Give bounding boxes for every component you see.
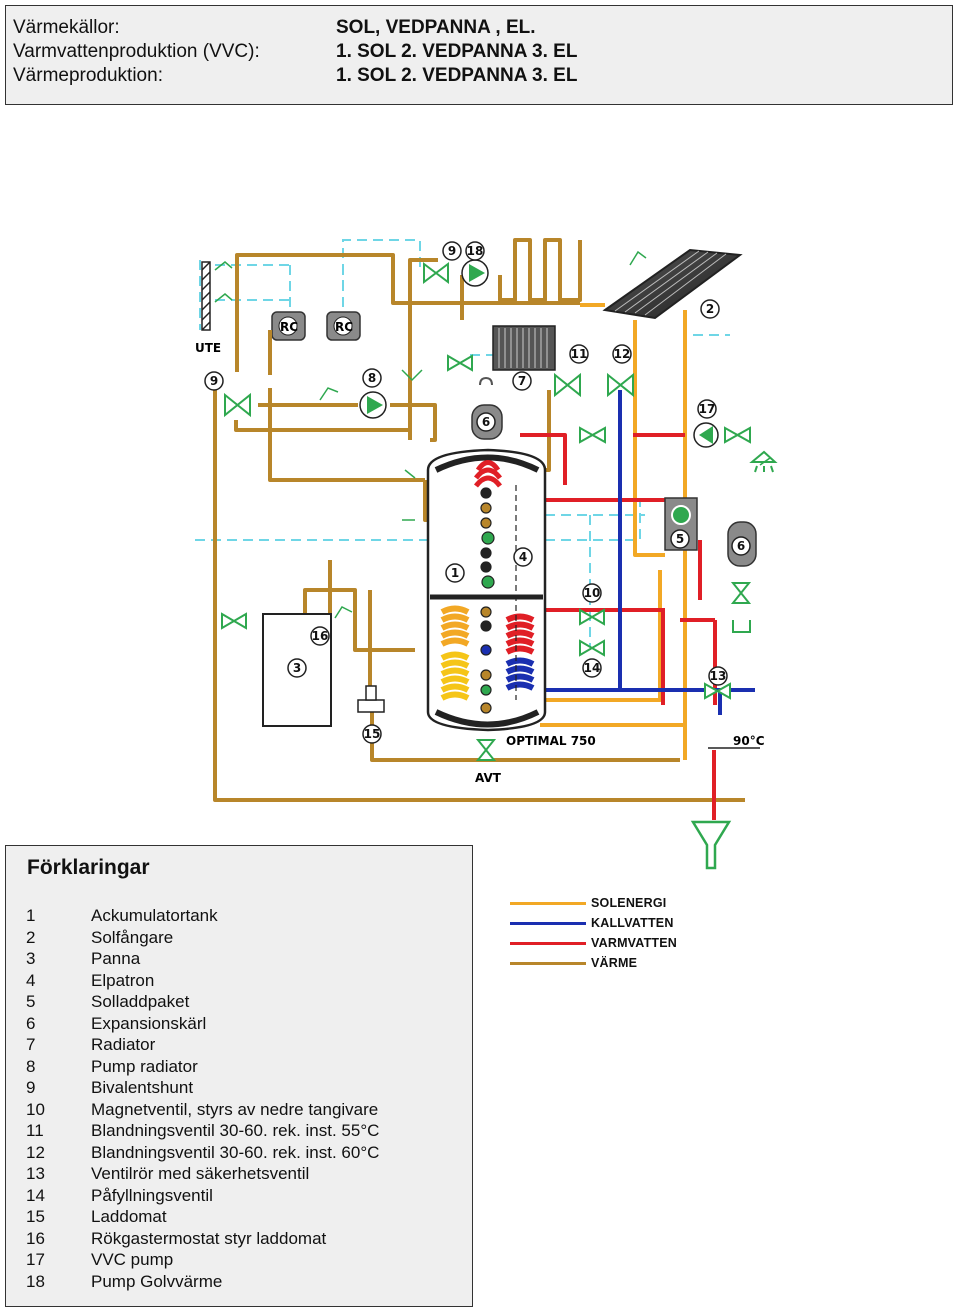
radiator: [492, 325, 556, 371]
legend-item-text: Blandningsventil 30-60. rek. inst. 55°C: [91, 1121, 380, 1140]
header-value-heat-production: 1. SOL 2. VEDPANNA 3. EL: [336, 65, 578, 86]
line-key-heat: [510, 962, 586, 965]
marker-15: 15: [364, 727, 381, 741]
avt-label: AVT: [475, 771, 502, 785]
room-controller-1: RC: [271, 311, 306, 341]
legend-item-number: 18: [26, 1271, 45, 1291]
solar-collector: [602, 248, 743, 320]
legend-item-text: Pump Golvvärme: [91, 1271, 223, 1291]
header-label-hot-water: Varmvattenproduktion (VVC):: [13, 41, 260, 62]
legend-item-text: Magnetventil, styrs av nedre tangivare: [91, 1099, 379, 1119]
legend-item-number: 6: [26, 1013, 36, 1033]
header-value-hot-water: 1. SOL 2. VEDPANNA 3. EL: [336, 41, 578, 62]
pump-vvc: [693, 422, 719, 448]
component-markers: [204, 241, 751, 744]
legend-item-text: Expansionskärl: [91, 1013, 207, 1033]
legend-item-number: 1: [26, 906, 36, 925]
legend-item-number: 10: [26, 1099, 45, 1119]
marker-12: 12: [614, 347, 631, 361]
legend-item-text: Pump radiator: [91, 1056, 198, 1076]
marker-9a: 9: [448, 244, 456, 258]
legend-item-text: Laddomat: [91, 1207, 167, 1226]
header-value-heat-sources: SOL, VEDPANNA , EL.: [336, 17, 536, 38]
marker-2: 2: [706, 302, 714, 316]
marker-numbers: 9 18 2 9 8 7 11 12 17 6 5 6 4 1 10 16 3 …: [210, 244, 745, 741]
marker-1: 1: [451, 566, 459, 580]
legend-item-text: Bivalentshunt: [91, 1078, 194, 1097]
marker-10: 10: [584, 586, 601, 600]
legend-item-number: 11: [26, 1121, 44, 1140]
outdoor-wall: UTE: [195, 261, 221, 355]
marker-7: 7: [518, 374, 526, 388]
legend-item-text: Radiator: [91, 1035, 156, 1054]
marker-6b: 6: [737, 539, 745, 553]
marker-8: 8: [368, 371, 376, 385]
tank-model-label: OPTIMAL 750: [506, 734, 596, 748]
legend-item-text: Solladdpaket: [91, 992, 190, 1011]
rc-label-1: RC: [280, 320, 298, 334]
marker-11: 11: [571, 347, 588, 361]
marker-9b: 9: [210, 374, 218, 388]
marker-14: 14: [584, 661, 601, 675]
line-key-cold: [510, 922, 586, 925]
legend-title: Förklaringar: [27, 856, 150, 879]
legend-item-number: 15: [26, 1207, 45, 1226]
ute-label: UTE: [195, 341, 221, 355]
marker-17: 17: [699, 402, 716, 416]
heating-pipes: [213, 238, 745, 802]
legend-item-number: 12: [26, 1142, 45, 1162]
legend-item-number: 3: [26, 949, 36, 968]
legend-item-number: 14: [26, 1185, 45, 1205]
pump-radiator: [359, 391, 387, 419]
header-label-heat-production: Värmeproduktion:: [13, 65, 163, 86]
temp-label: 90°C: [733, 734, 765, 748]
pump-floor-heating: [461, 259, 489, 287]
legend-item-text: Panna: [91, 949, 141, 968]
legend-item-text: Ackumulatortank: [91, 906, 218, 925]
legend-item-number: 2: [26, 927, 36, 947]
legend-item-number: 13: [26, 1164, 45, 1183]
line-key-hot: [510, 942, 586, 945]
legend-item-text: Blandningsventil 30-60. rek. inst. 60°C: [91, 1142, 380, 1162]
shower-head: [749, 450, 778, 473]
marker-3: 3: [293, 661, 301, 675]
drain-funnel: [690, 820, 732, 870]
accumulator-tank: OPTIMAL 750: [426, 448, 596, 748]
legend-item-text: Solfångare: [91, 927, 174, 947]
legend-item-number: 5: [26, 992, 36, 1011]
marker-16: 16: [312, 629, 329, 643]
legend-item-text: Ventilrör med säkerhetsventil: [91, 1164, 310, 1183]
valves: [221, 262, 752, 761]
legend-item-number: 4: [26, 970, 36, 990]
legend-item-number: 7: [26, 1035, 36, 1054]
room-controller-2: RC: [326, 311, 361, 341]
line-key-hot-label: VARMVATTEN: [591, 936, 678, 950]
line-key-heat-label: VÄRME: [591, 956, 638, 970]
rc-label-2: RC: [335, 320, 353, 334]
legend-item-text: Elpatron: [91, 970, 155, 990]
marker-18: 18: [467, 244, 484, 258]
legend-item-number: 16: [26, 1228, 45, 1248]
laddomat: [357, 685, 385, 713]
hot-water-pipes: [505, 433, 717, 820]
header-panel: Värmekällor: SOL, VEDPANNA , EL. Varmvat…: [5, 5, 953, 105]
legend-item-text: Rökgastermostat styr laddomat: [91, 1228, 327, 1248]
expansion-drain: [732, 620, 751, 633]
header-label-heat-sources: Värmekällor:: [13, 17, 120, 38]
legend-item-number: 9: [26, 1078, 36, 1097]
legend-item-text: Påfyllningsventil: [91, 1185, 213, 1205]
line-key-solar-label: SOLENERGI: [591, 896, 667, 910]
line-key-solar: [510, 902, 586, 905]
cold-water-pipes: [540, 390, 755, 715]
legend-item-number: 17: [26, 1250, 45, 1269]
marker-4: 4: [519, 550, 527, 564]
line-key-cold-label: KALLVATTEN: [591, 916, 674, 930]
legend-item-text: VVC pump: [91, 1250, 174, 1269]
marker-13: 13: [710, 669, 727, 683]
marker-6a: 6: [482, 415, 490, 429]
marker-5: 5: [676, 532, 684, 546]
legend-item-number: 8: [26, 1056, 36, 1076]
legend-panel: Förklaringar 1 Ackumulatortank 2 Solfångare…: [5, 845, 473, 1307]
